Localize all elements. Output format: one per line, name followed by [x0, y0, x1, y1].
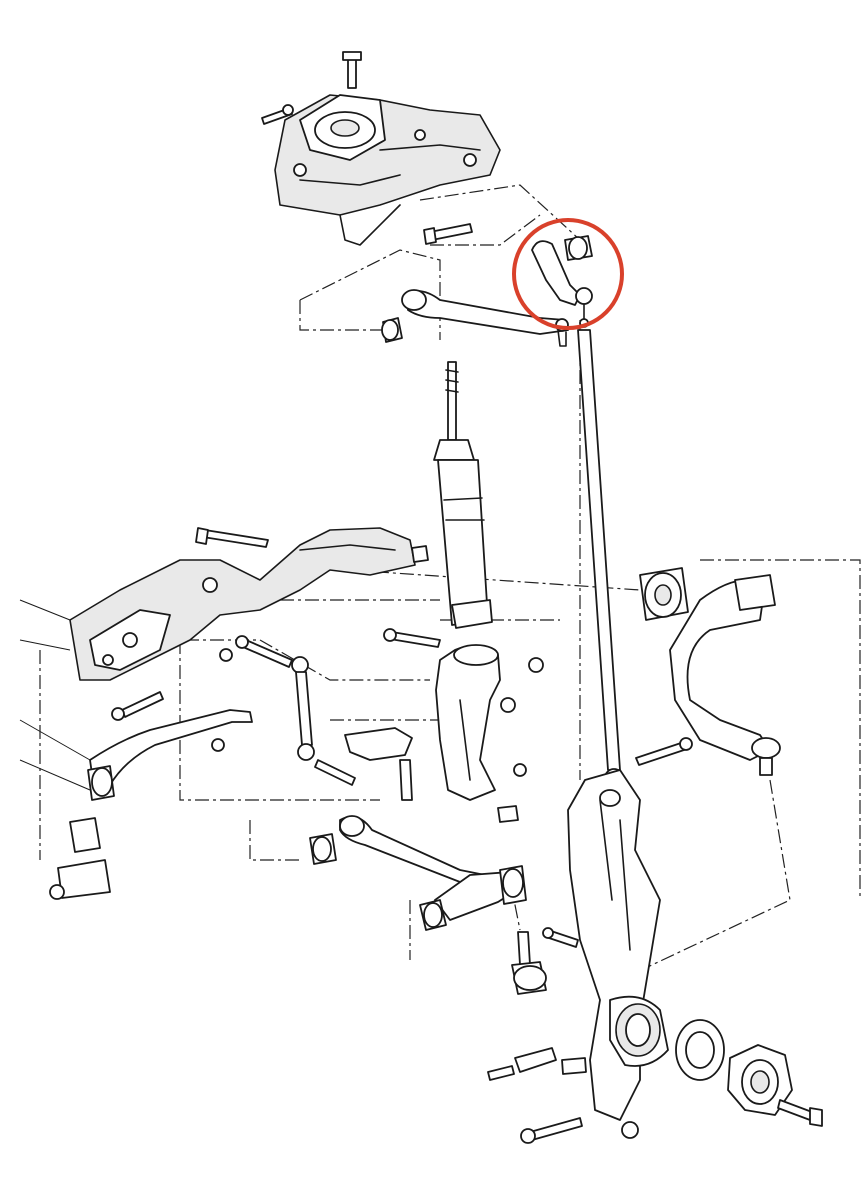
subframe [19, 527, 416, 681]
lower-control-arm-rear [339, 815, 501, 889]
wishbone-bushing [639, 567, 689, 621]
upper-control-arm-front[interactable] [531, 235, 593, 328]
top-mount-side-bolt [261, 104, 294, 125]
stabilizer-link [291, 656, 315, 761]
fork-bolt [383, 628, 441, 648]
anti-roll-bar [19, 709, 253, 796]
highlight-circle [512, 218, 624, 330]
stabilizer-link-bolt [235, 635, 356, 786]
wheel-bearing [675, 1019, 725, 1081]
upper-arm-bushing [381, 317, 403, 343]
lower-wishbone [669, 574, 776, 761]
abs-sensor [487, 1047, 587, 1081]
anti-roll-bar-bushing [87, 765, 115, 801]
lower-arm-bushing [309, 833, 337, 865]
knuckle-bolt [520, 1117, 639, 1144]
bracket-bolt [111, 691, 164, 721]
strut-top-mount [274, 94, 501, 246]
ball-joint-bolt [542, 927, 579, 948]
lower-control-arm-front [419, 871, 521, 931]
coupling-rod [577, 329, 624, 788]
wishbone-bolt [635, 737, 693, 766]
anti-roll-bar-bracket [49, 817, 111, 900]
hub-bolt [777, 1099, 823, 1127]
shock-absorber [433, 361, 493, 629]
guide-bracket [344, 727, 413, 801]
lower-arm-mount [497, 805, 527, 905]
small-nuts [211, 648, 635, 847]
top-mount-bolt [342, 51, 362, 89]
upper-control-arm-rear [401, 289, 569, 347]
strut-fork [435, 644, 501, 801]
wheel-bearing-housing [567, 769, 669, 1121]
ball-joint [511, 931, 547, 995]
subframe-nut [411, 545, 429, 563]
upper-arm-bolt [423, 223, 473, 245]
subframe-bolt [195, 527, 269, 548]
wishbone-ball-joint [751, 737, 781, 776]
